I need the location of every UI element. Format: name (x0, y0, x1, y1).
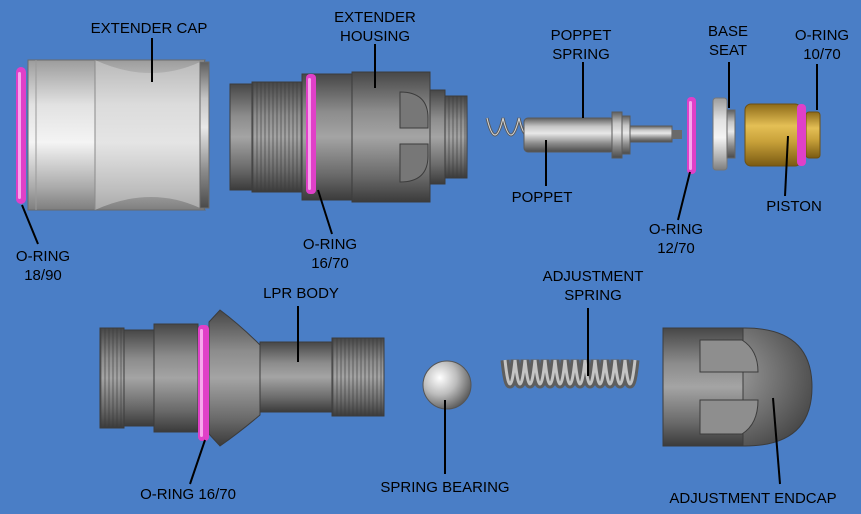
label-oring-18-90-line1: O-RING (16, 248, 70, 265)
label-extender-housing-line2: HOUSING (340, 28, 410, 45)
label-oring-10-70-line1: O-RING (795, 27, 849, 44)
label-poppet-spring-line1: POPPET (551, 27, 612, 44)
label-lpr-body: LPR BODY (263, 285, 339, 302)
o-ring-12-70 (687, 97, 696, 174)
label-oring-10-70-line2: 10/70 (803, 46, 841, 63)
extender-cap-part (27, 59, 210, 211)
label-adjustment-spring-line1: ADJUSTMENT (543, 268, 644, 285)
label-oring-12-70-line1: O-RING (649, 221, 703, 238)
piston-part (744, 103, 821, 167)
o-ring-18-90 (16, 67, 26, 204)
label-base-seat-line1: BASE (708, 23, 748, 40)
poppet-part (523, 111, 682, 159)
label-extender-housing-line1: EXTENDER (334, 9, 416, 26)
label-oring-12-70-line2: 12/70 (657, 240, 695, 257)
label-oring-16-70-housing-line1: O-RING (303, 236, 357, 253)
label-adjustment-spring-line2: SPRING (564, 287, 622, 304)
base-seat-part (712, 97, 736, 171)
adjustment-spring-part (500, 359, 640, 389)
labels: EXTENDER CAP EXTENDER HOUSING POPPET SPR… (16, 9, 849, 507)
label-piston: PISTON (766, 198, 822, 215)
label-poppet: POPPET (512, 189, 573, 206)
label-oring-18-90-line2: 18/90 (24, 267, 62, 284)
o-ring-16-70-housing (306, 74, 316, 194)
label-extender-cap: EXTENDER CAP (91, 20, 208, 37)
spring-bearing-part (422, 360, 472, 410)
adjustment-endcap-part (662, 327, 813, 447)
extender-housing-part (229, 71, 468, 203)
o-ring-10-70 (797, 104, 806, 166)
label-base-seat-line2: SEAT (709, 42, 747, 59)
label-oring-16-70-body: O-RING 16/70 (140, 486, 236, 503)
label-oring-16-70-housing-line2: 16/70 (311, 255, 349, 272)
label-poppet-spring-line2: SPRING (552, 46, 610, 63)
label-spring-bearing: SPRING BEARING (380, 479, 509, 496)
label-adjustment-endcap: ADJUSTMENT ENDCAP (669, 490, 836, 507)
o-ring-16-70-body (198, 325, 209, 441)
leader-lines (21, 38, 818, 485)
lpr-body-part (99, 309, 385, 447)
